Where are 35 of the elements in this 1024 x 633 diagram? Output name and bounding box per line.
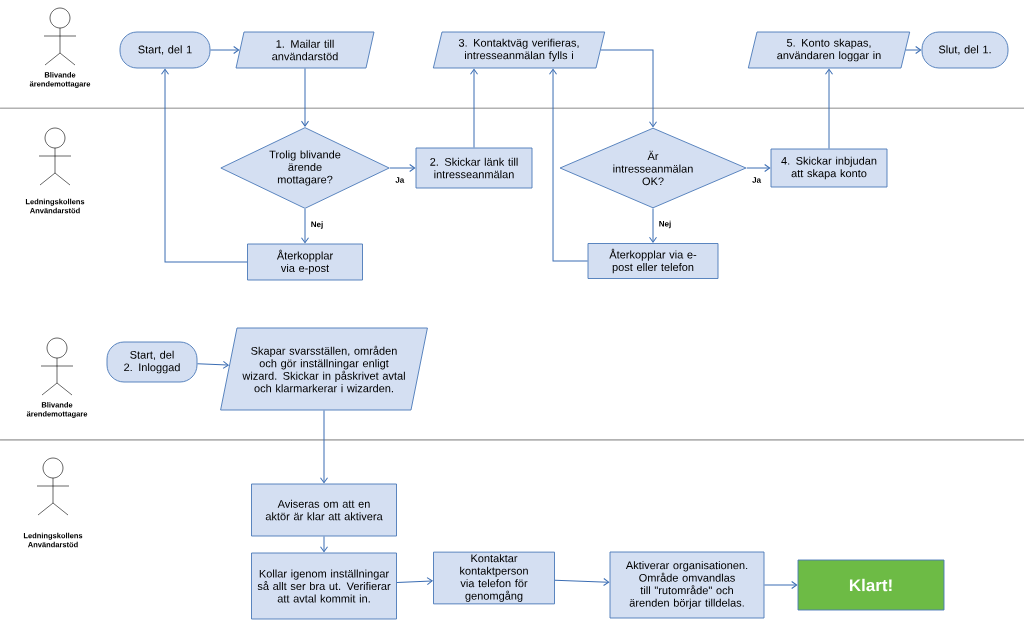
- arrow: [209, 46, 240, 54]
- arrow: [396, 577, 433, 586]
- process-box: Aktiverar organisationen. Område omvandlas till "rutområde" och ärenden börjar tilldelas.: [609, 551, 765, 619]
- io-parallelogram: 5. Konto skapas, användaren loggar in: [747, 31, 911, 69]
- process-box: 4. Skickar inbjudan att skapa konto: [770, 148, 888, 188]
- arrow: [161, 68, 248, 263]
- arrow: [600, 49, 657, 128]
- process-box: Aviseras om att en aktör är klar att aktivera: [251, 483, 397, 537]
- io-parallelogram: 1. Mailar till användarstöd: [235, 31, 375, 69]
- edge-label: Nej: [311, 221, 323, 229]
- arrow: [649, 207, 657, 243]
- arrow: [763, 581, 798, 589]
- process-box: Kontaktar kontaktperson via telefon för genomgång: [433, 551, 555, 605]
- edge-label: Ja: [752, 177, 762, 183]
- arrow: [320, 409, 328, 484]
- arrow: [196, 360, 229, 369]
- arrow: [905, 46, 922, 54]
- process-box: 2. Skickar länk till intresseanmälan: [415, 147, 533, 189]
- arrow: [746, 164, 771, 172]
- arrow: [554, 578, 610, 586]
- arrow: [549, 68, 589, 262]
- arrow: [301, 67, 309, 127]
- arrow: [470, 68, 478, 149]
- arrow: [320, 535, 328, 553]
- process-box: Återkopplar via e-post: [247, 243, 363, 281]
- process-box: Kollar igenom inställningar så allt ser bra ut. Verifierar att avtal kommit in.: [251, 552, 397, 620]
- io-parallelogram: 3. Kontaktväg verifieras, intresseanmälan fylls i: [432, 31, 606, 69]
- edge-label: Nej: [659, 220, 671, 229]
- arrow: [825, 68, 833, 150]
- done-box: Klart!: [797, 559, 945, 611]
- edge-label: Ja: [395, 177, 405, 183]
- arrow: [389, 164, 416, 172]
- io-parallelogram: Skapar svarsställen, områden och gör inställningar enligt wizard. Skickar in påskrivet avtal och klarmarkerar i wizarden.: [220, 327, 428, 411]
- process-box: Återkopplar via e-post eller telefon: [587, 243, 719, 279]
- arrow: [301, 208, 309, 244]
